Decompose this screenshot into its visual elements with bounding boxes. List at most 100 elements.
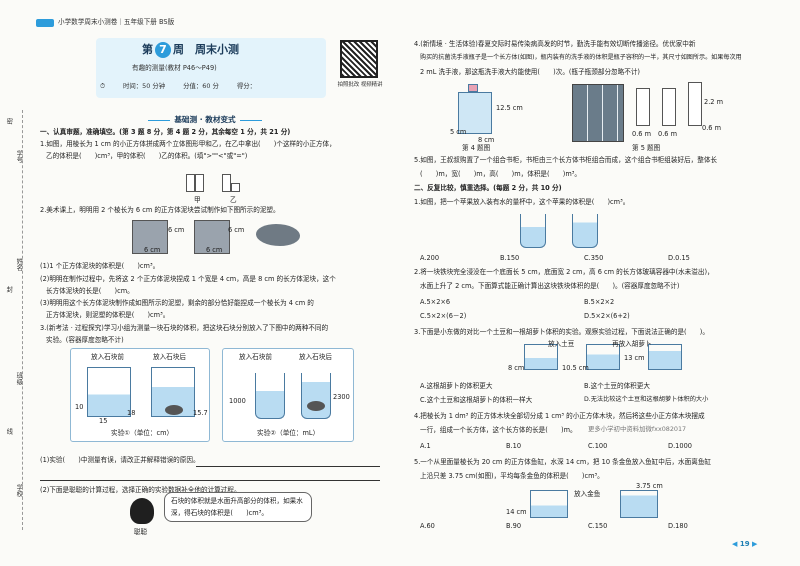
choice5-option-c[interactable]: C.150 <box>588 522 608 530</box>
q2-part2-line2: 长方体泥块的长是( )cm。 <box>46 287 134 295</box>
q2-part3-line1: (3)明明用这个长方体泥块制作成如图所示的泥塑，剩余的部分恰好能捏成一个棱长为 … <box>40 299 314 307</box>
book-logo <box>36 19 54 27</box>
choice5-option-a[interactable]: A.60 <box>420 522 435 530</box>
choice3-stem: 3.下面是小东做的对比一个土豆和一根胡萝卜体积的实验。观察实验过程，下面说法正确… <box>414 328 709 336</box>
choice3-option-d[interactable]: D.无法比较这个土豆和这根胡萝卜体积的大小 <box>584 396 709 403</box>
choice3-option-c[interactable]: C.这个土豆和这根胡萝卜的体积一样大 <box>420 396 533 404</box>
choice2-option-d[interactable]: D.5×2×(6+2) <box>584 312 630 320</box>
fish-sculpture <box>256 224 300 246</box>
boy-avatar <box>130 498 154 524</box>
q4-line1: 4.(新情境 · 生活体验)春夏交际时易传染病高发的时节，勤洗手能有效切断传播途… <box>414 40 696 48</box>
score-obtained: 得分： <box>236 82 257 90</box>
page-number: ◀ 19 ▶ <box>732 540 758 548</box>
experiment-1-box: 放入石块前 放入石块后 10 15 18 15.7 实验①（单位：cm） <box>70 348 210 442</box>
spine-seal-2: 封 <box>5 286 14 293</box>
choice1-stem: 1.如图，把一个苹果放入装有水的量杯中，这个苹果的体积是( )cm³。 <box>414 198 630 206</box>
binding-spine: 学号 姓名 班级 学校 密 封 线 <box>0 0 32 566</box>
week-number: 7 <box>155 42 171 58</box>
choice2-option-b[interactable]: B.5×2×2 <box>584 298 615 306</box>
q1-label-jia: 甲 <box>194 196 201 204</box>
q2-dim-d: 6 cm <box>206 246 223 254</box>
spine-label-student-id: 学号 <box>15 150 24 163</box>
q4-line2: 购买的抗菌洗手液瓶子是一个长方体(如图)，瓶内装有的洗手液的体积是瓶子容积的一半… <box>420 54 742 61</box>
choice3-option-a[interactable]: A.这根胡萝卜的体积更大 <box>420 382 493 390</box>
answer-line[interactable] <box>196 466 380 467</box>
choice4-line1: 4.把棱长为 1 dm³ 的正方体木块全部切分成 1 cm³ 的小正方体木块，然… <box>414 412 705 420</box>
choice2-option-a[interactable]: A.5×2×6 <box>420 298 451 306</box>
q2-dim-a: 6 cm <box>168 226 185 234</box>
choice1-option-d[interactable]: D.0.15 <box>668 254 690 262</box>
q5-line1: 5.如图，王叔叔购置了一个组合书柜，书柜由三个长方体书柜组合而成，这个组合书柜组… <box>414 156 718 164</box>
experiment-2-caption: 实验②（单位：mL） <box>257 429 320 437</box>
fish-tank-after <box>620 490 658 518</box>
answer-line[interactable] <box>40 480 380 481</box>
bookcase-combined <box>572 84 624 142</box>
kid-name: 聪聪 <box>134 528 148 536</box>
q1-figure <box>186 164 246 196</box>
choice1-option-c[interactable]: C.350 <box>584 254 604 262</box>
fish-tank-before <box>530 490 568 518</box>
spine-label-school: 学校 <box>15 484 24 497</box>
watermark-text: 更多小学初中资料加微fxx082017 <box>588 425 687 433</box>
choice4-option-c[interactable]: C.100 <box>588 442 608 450</box>
spine-label-name: 姓名 <box>15 258 24 271</box>
choice1-option-b[interactable]: B.150 <box>500 254 520 262</box>
part1-heading: 一、认真审题，准确填空。(第 3 题 8 分，第 4 题 2 分，其余每空 1 … <box>40 128 291 136</box>
chevron-left-icon: ◀ <box>732 540 738 548</box>
q2-part1: (1)1 个正方体泥块的体积是( )cm³。 <box>40 262 160 270</box>
q4-line3: 2 mL 洗手液，那这瓶洗手液大约能使用( )次。(瓶子瓶颈部分忽略不计) <box>420 68 640 76</box>
spine-seal-1: 密 <box>5 118 14 125</box>
q5-line2: ( )m，宽( )m，高( )m，体积是( )m³。 <box>420 170 582 178</box>
qr-code-icon[interactable] <box>340 40 378 78</box>
book-header: 小学数学周末小测卷｜五年级下册 BS版 <box>36 16 336 30</box>
week-subtitle: 有趣的测量(教材 P46～P49) <box>132 64 217 72</box>
spine-seal-3: 线 <box>5 428 14 435</box>
choice1-option-a[interactable]: A.200 <box>420 254 440 262</box>
q3-part1: (1)实验( )中测量有误，请改正并解释错误的原因。 <box>40 456 200 464</box>
q3-line1: 3.(新考法 · 过程探究)学习小组为测量一块石块的体积，把这块石块分别放入了下… <box>40 324 329 332</box>
choice4-option-d[interactable]: D.1000 <box>668 442 692 450</box>
q2-stem: 2.美术课上，明明用 2 个棱长为 6 cm 的正方体泥块尝试制作如下图所示的泥… <box>40 206 280 214</box>
time-limit: 时间：50 分钟 <box>123 82 166 90</box>
q2-part3-line2: 正方体泥块，则泥塑的体积是( )cm³。 <box>46 311 170 319</box>
fig4-caption: 第 4 题图 <box>462 144 491 152</box>
choice4-line2: 一行，组成一个长方体，这个长方体的长是( )m。 <box>420 426 577 434</box>
q1-label-yi: 乙 <box>230 196 237 204</box>
choice5-option-d[interactable]: D.180 <box>668 522 688 530</box>
fig5-caption: 第 5 题图 <box>632 144 661 152</box>
q2-dim-c: 6 cm <box>228 226 245 234</box>
clock-icon: ⏱ <box>100 82 105 90</box>
choice5-option-b[interactable]: B.90 <box>506 522 522 530</box>
book-title: 小学数学周末小测卷｜五年级下册 BS版 <box>58 18 175 27</box>
q2-figure <box>128 216 308 258</box>
speech-bubble: 石块的体积就是水面升高部分的体积，如果水 深，得石块的体积是( )cm³。 <box>164 492 312 522</box>
q1-line2: 乙的体积是( )cm³，甲的体积( )乙的体积。(填">""<"或"=") <box>46 152 248 160</box>
spine-label-class: 班级 <box>15 372 24 385</box>
choice4-option-a[interactable]: A.1 <box>420 442 431 450</box>
experiment-1-caption: 实验①（单位：cm） <box>111 429 174 437</box>
q2-part2-line1: (2)明明在制作过程中，先将这 2 个正方体泥块捏成 1 个宽是 4 cm，高是… <box>40 275 336 283</box>
q1-line1: 1.如图，用棱长为 1 cm 的小正方体拼成两个立体图形甲和乙，在乙中拿出( )… <box>40 140 336 148</box>
stone-icon <box>165 405 183 415</box>
tank-before <box>87 367 131 417</box>
sanitizer-bottle <box>458 92 492 134</box>
choice2-line1: 2.将一块铁块完全浸没在一个底面长 5 cm，底面宽 2 cm，高 6 cm 的… <box>414 268 714 276</box>
part2-heading: 二、反复比较，慎重选择。(每题 2 分，共 10 分) <box>414 184 562 192</box>
choice3-option-b[interactable]: B.这个土豆的体积更大 <box>584 382 650 390</box>
qr-label: 拍照批改 视频精讲 <box>337 82 383 88</box>
choice4-option-b[interactable]: B.10 <box>506 442 522 450</box>
cut-line <box>22 110 23 530</box>
potato-tank-1 <box>524 344 558 370</box>
score-total: 分值：60 分 <box>183 82 219 90</box>
choice2-line2: 水面上升了 2 cm。下面算式能正确计算出这块铁块体积的是( )。(容器厚度忽略… <box>420 282 680 290</box>
choice5-line1: 5.一个从里面量棱长为 20 cm 的正方体鱼缸，水深 14 cm，把 10 条… <box>414 458 712 466</box>
measuring-cup-1 <box>520 214 546 248</box>
choice2-option-c[interactable]: C.5×2×(6－2) <box>420 312 467 320</box>
q2-dim-b: 6 cm <box>144 246 161 254</box>
cylinder-before <box>255 373 285 419</box>
choice5-line2: 上沿只差 3.75 cm(如图)，平均每条金鱼的体积是( )cm³。 <box>420 472 604 480</box>
week-meta: ⏱ 时间：50 分钟 分值：60 分 得分： <box>100 82 256 91</box>
